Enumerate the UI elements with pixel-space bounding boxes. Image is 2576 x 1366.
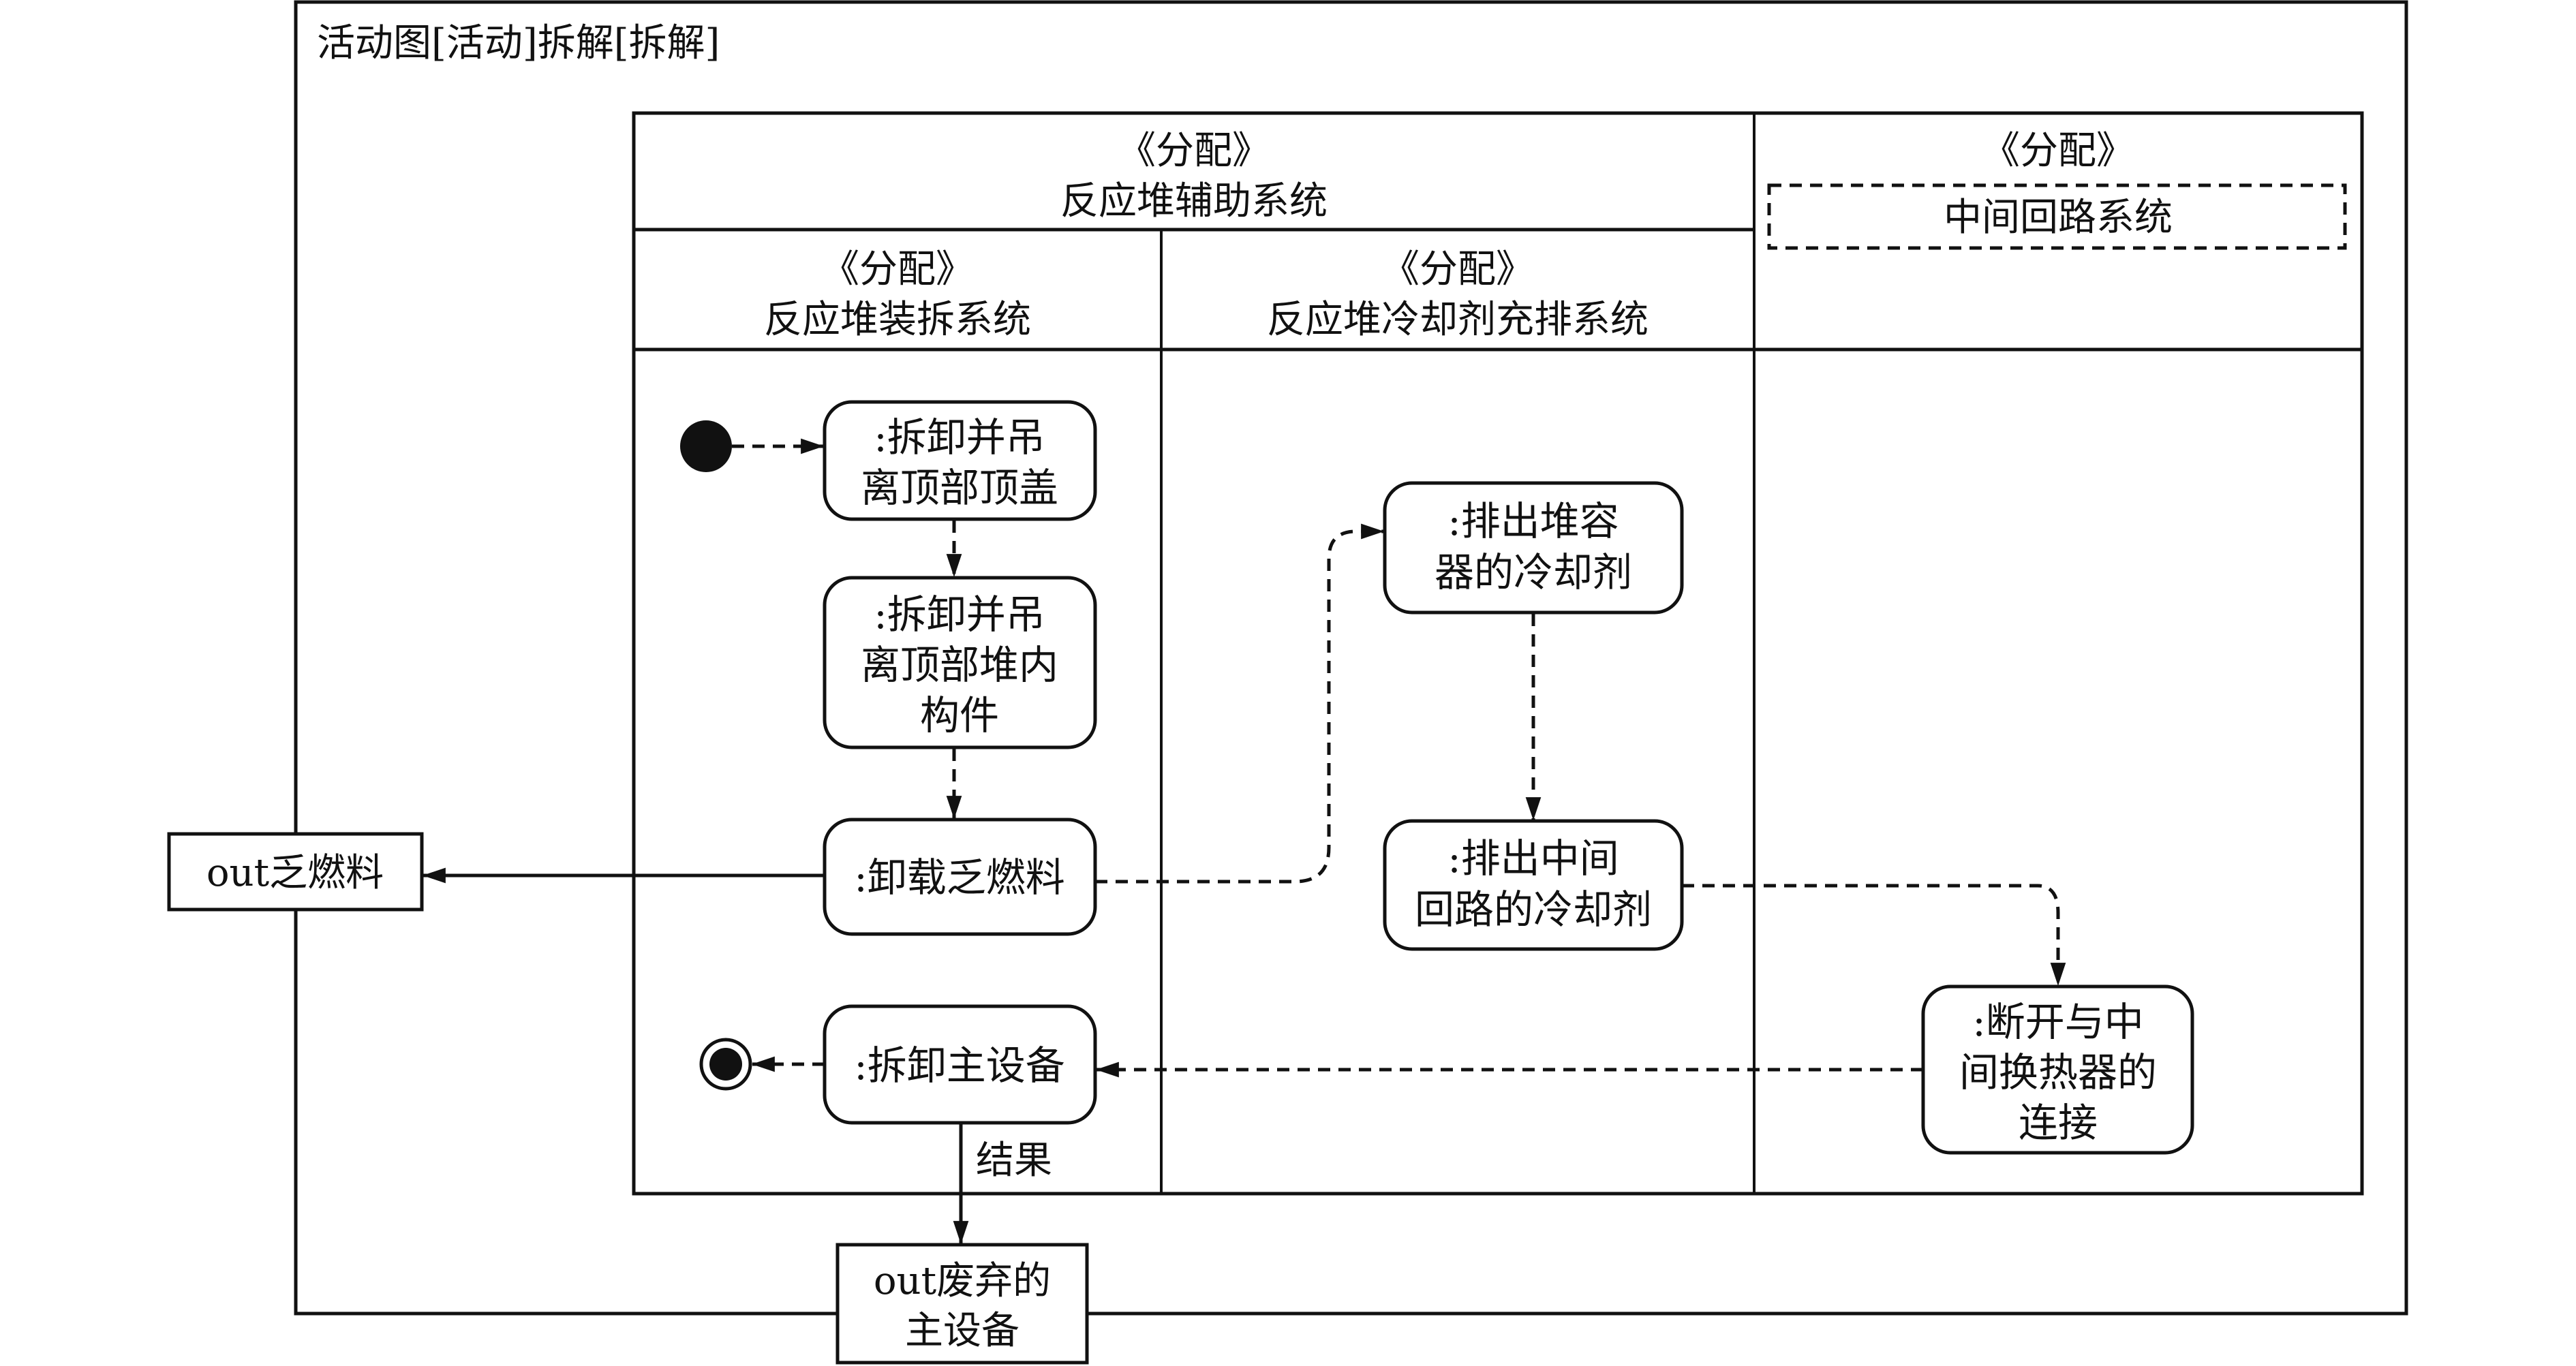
action-a7-line3: 连接 bbox=[2019, 1100, 2098, 1146]
action-a6-line1: :排出中间 bbox=[1447, 835, 1619, 882]
action-a5-line2: 器的冷却剂 bbox=[1435, 549, 1632, 595]
svg-text::拆卸并吊离顶部堆内构件: :拆卸并吊离顶部堆内构件 bbox=[861, 591, 1058, 739]
partition-stereotype-intermediate: 《分配》 bbox=[1982, 129, 2134, 173]
pin-waste-label-line2: 主设备 bbox=[905, 1309, 1019, 1353]
svg-text::拆卸并吊离顶部顶盖: :拆卸并吊离顶部顶盖 bbox=[861, 414, 1058, 511]
action-a3[interactable]: :卸载乏燃料 bbox=[823, 818, 1097, 936]
pin-spent-fuel-label: out乏燃料 bbox=[206, 851, 384, 895]
partition-name-intermediate: 中间回路系统 bbox=[1944, 196, 2173, 240]
action-a4-line1: :拆卸主设备 bbox=[854, 1042, 1065, 1089]
action-a5-line1: :排出堆容 bbox=[1447, 498, 1619, 544]
flow-a3-to-a5 bbox=[1095, 523, 1385, 884]
action-a1-line1: :拆卸并吊 bbox=[874, 414, 1045, 461]
action-a2-line2: 离顶部堆内 bbox=[861, 642, 1058, 688]
frame-title: 活动图[活动]拆解[拆解] bbox=[317, 21, 720, 65]
svg-text::排出中间回路的冷却剂: :排出中间回路的冷却剂 bbox=[1415, 835, 1652, 933]
svg-text::断开与中间换热器的连接: :断开与中间换热器的连接 bbox=[1959, 999, 2157, 1146]
swimlane-partitions bbox=[632, 111, 2364, 1196]
action-a4[interactable]: :拆卸主设备 bbox=[823, 1004, 1097, 1125]
partition-stereotype-lane1: 《分配》 bbox=[821, 247, 974, 292]
partition-border bbox=[632, 111, 2364, 1196]
action-a1-line2: 离顶部顶盖 bbox=[861, 465, 1058, 511]
svg-text::卸载乏燃料: :卸载乏燃料 bbox=[854, 854, 1065, 901]
action-a2-line1: :拆卸并吊 bbox=[874, 591, 1045, 638]
action-a7-line2: 间换热器的 bbox=[1959, 1049, 2157, 1096]
control-flows bbox=[422, 438, 2066, 1245]
action-a7-line1: :断开与中 bbox=[1972, 999, 2144, 1045]
edge-label-result: 结果 bbox=[976, 1138, 1052, 1183]
intermediate-loop-dashed-box bbox=[1767, 183, 2347, 250]
action-a7[interactable]: :断开与中间换热器的连接 bbox=[1921, 984, 2194, 1155]
svg-text:out废弃的主设备: out废弃的主设备 bbox=[874, 1259, 1051, 1353]
flow-a6-to-a7 bbox=[1682, 884, 2066, 987]
action-a6-line2: 回路的冷却剂 bbox=[1415, 886, 1652, 933]
initial-node bbox=[680, 420, 732, 472]
action-a2-line3: 构件 bbox=[920, 692, 999, 739]
partition-name-lane2: 反应堆冷却剂充排系统 bbox=[1267, 298, 1649, 342]
pin-spent-fuel[interactable]: out乏燃料 bbox=[167, 832, 424, 912]
svg-text::拆卸主设备: :拆卸主设备 bbox=[854, 1042, 1065, 1089]
action-a3-line1: :卸载乏燃料 bbox=[854, 854, 1065, 901]
partition-stereotype-lane2: 《分配》 bbox=[1381, 247, 1534, 292]
action-a5[interactable]: :排出堆容器的冷却剂 bbox=[1383, 481, 1684, 615]
action-a2[interactable]: :拆卸并吊离顶部堆内构件 bbox=[823, 576, 1097, 749]
pin-waste-label-line1: out废弃的 bbox=[874, 1259, 1051, 1303]
partition-stereotype-aux: 《分配》 bbox=[1118, 129, 1270, 173]
partition-name-lane1: 反应堆装拆系统 bbox=[764, 298, 1031, 342]
activity-final-node bbox=[699, 1038, 752, 1091]
partition-name-aux: 反应堆辅助系统 bbox=[1060, 179, 1328, 223]
action-a6[interactable]: :排出中间回路的冷却剂 bbox=[1383, 819, 1684, 951]
diagram-frame bbox=[294, 0, 2408, 1316]
svg-text:out乏燃料: out乏燃料 bbox=[206, 851, 384, 895]
pin-waste-equipment[interactable]: out废弃的主设备 bbox=[835, 1243, 1089, 1365]
action-a1[interactable]: :拆卸并吊离顶部顶盖 bbox=[823, 400, 1097, 521]
svg-text::排出堆容器的冷却剂: :排出堆容器的冷却剂 bbox=[1435, 498, 1632, 595]
